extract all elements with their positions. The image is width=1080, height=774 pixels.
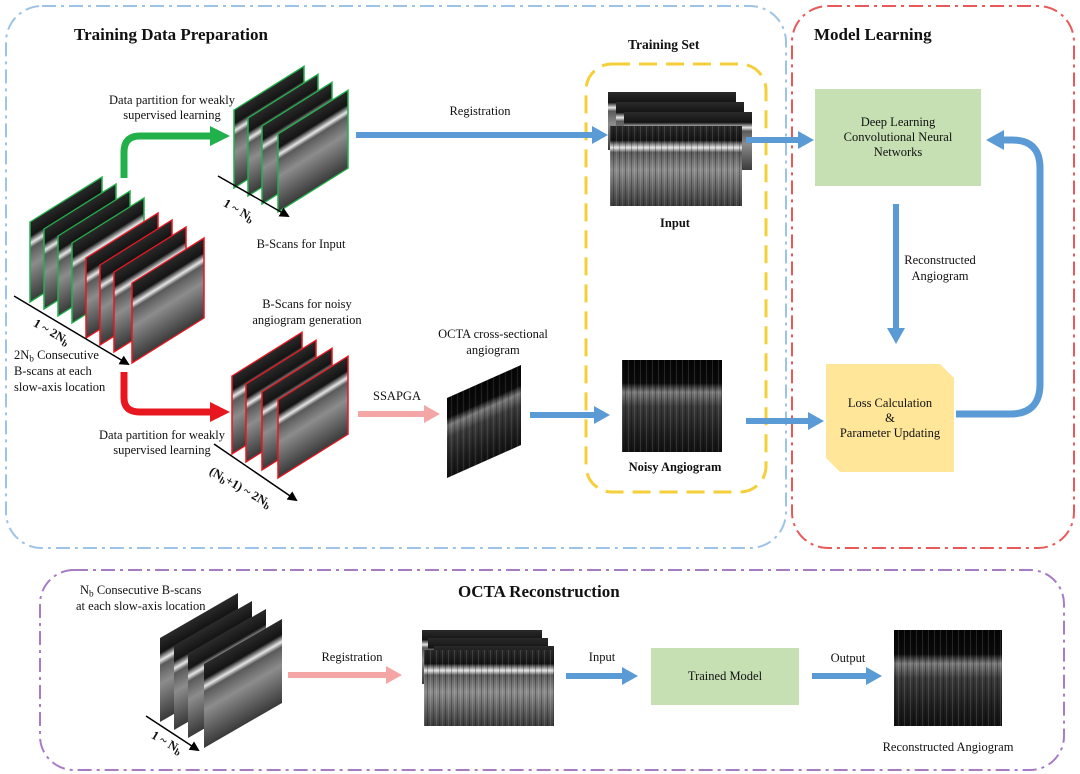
consecutive-label-2: B-scans at each <box>14 364 92 378</box>
reconstruction-frame <box>39 569 1065 771</box>
input-label: Input <box>660 216 690 230</box>
input-to-dl-arrow <box>746 131 814 149</box>
trained-model-box <box>651 648 799 705</box>
input-label-bottom: Input <box>588 650 616 664</box>
reconstructed-angiogram-image <box>894 630 1002 726</box>
consecutive-label-3: slow-axis location <box>14 380 106 394</box>
noisy-to-loss-arrow <box>746 412 824 430</box>
output-arrow <box>812 667 882 685</box>
ssapga-label: SSAPGA <box>373 389 421 403</box>
dl-line-2: Convolutional Neural <box>843 130 953 144</box>
bscans-input-label: B-Scans for Input <box>256 237 346 251</box>
output-label: Output <box>830 651 866 665</box>
deep-learning-box <box>815 89 981 186</box>
registration-arrow-top <box>356 126 608 144</box>
bscan-stack-2n <box>13 175 205 366</box>
recon-consecutive-label-1: Nb Consecutive B-scans <box>80 583 202 600</box>
noisy-angiogram-image <box>622 360 722 452</box>
red-partition-arrow <box>120 372 212 416</box>
green-partition-arrow <box>120 132 212 178</box>
loss-line-3: Parameter Updating <box>839 425 941 440</box>
model-learning-title: Model Learning <box>814 25 932 44</box>
noisy-angiogram-label: Noisy Angiogram <box>628 460 722 474</box>
deep-learning-text: Deep Learning Convolutional Neural Netwo… <box>815 89 981 186</box>
training-prep-frame <box>5 5 787 549</box>
recon-bscan-stack <box>145 592 282 752</box>
registration-label-top: Registration <box>449 104 511 118</box>
recon-consecutive-label-2: at each slow-axis location <box>76 599 206 613</box>
bscan-stack-input <box>217 65 349 217</box>
training-input-stack <box>608 92 752 206</box>
input-arrow-bottom <box>566 667 638 685</box>
feedback-arrow <box>956 130 1044 418</box>
octa-cross-label-2: angiogram <box>466 343 520 357</box>
octa-cross-label-1: OCTA cross-sectional <box>438 327 548 341</box>
partition-label-bottom: Data partition for weakly supervised lea… <box>99 428 225 457</box>
loss-line-1: Loss Calculation <box>847 395 933 410</box>
registration-label-bottom: Registration <box>321 650 383 664</box>
loss-line-2: & <box>885 410 895 425</box>
angiogram-to-trainset-arrow <box>530 406 610 424</box>
bscan-stack-noisy <box>213 331 349 502</box>
reconstructed-angiogram-bottom-label: Reconstructed Angiogram <box>882 740 1014 754</box>
dl-to-loss-arrow <box>887 204 905 344</box>
model-learning-frame <box>791 5 1075 549</box>
dl-line-1: Deep Learning <box>860 115 936 129</box>
registered-stack <box>422 630 554 726</box>
reconstructed-label-1: Reconstructed <box>904 253 976 267</box>
training-prep-title: Training Data Preparation <box>74 25 268 44</box>
octa-cross-sectional-image <box>447 365 521 478</box>
reconstructed-label-2: Angiogram <box>911 269 969 283</box>
loss-calculation-text: Loss Calculation & Parameter Updating <box>826 376 954 460</box>
training-set-frame <box>584 62 768 494</box>
training-set-title: Training Set <box>628 37 700 52</box>
partition-label-top: Data partition for weakly supervised lea… <box>109 93 235 122</box>
reconstruction-title: OCTA Reconstruction <box>458 582 620 601</box>
bscans-noisy-label-1: B-Scans for noisy <box>262 297 352 311</box>
ssapga-arrow <box>358 405 440 423</box>
dl-line-3: Networks <box>873 145 923 159</box>
consecutive-label-1: 2Nb Consecutive <box>14 348 99 365</box>
loss-calculation-box <box>826 364 954 472</box>
registration-arrow-bottom <box>288 666 402 684</box>
bscans-noisy-label-2: angiogram generation <box>252 313 362 327</box>
trained-model-text: Trained Model <box>687 669 763 683</box>
